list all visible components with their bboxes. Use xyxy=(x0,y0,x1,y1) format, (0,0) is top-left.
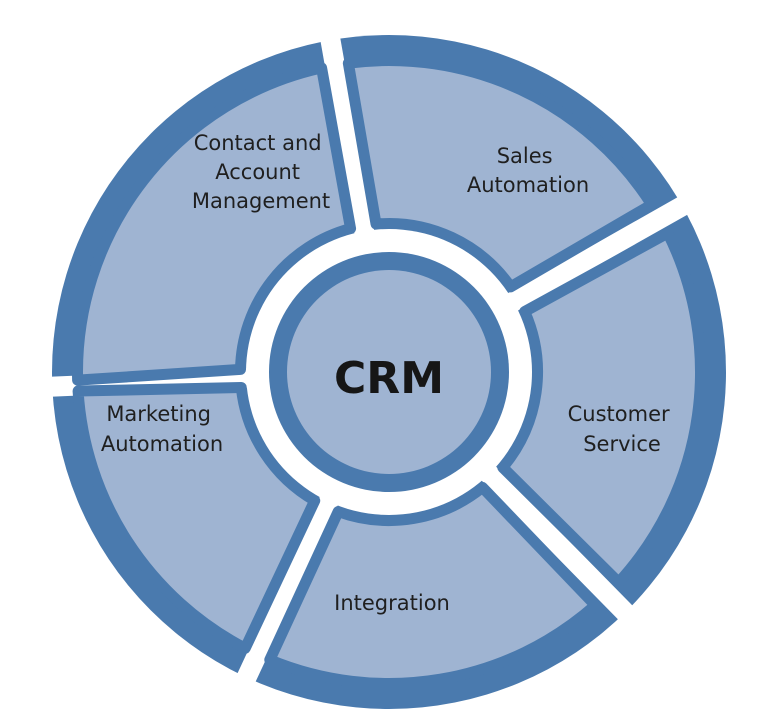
segment-label-line: Contact and xyxy=(194,131,322,155)
segment-integration[interactable] xyxy=(264,481,601,689)
hub-label: CRM xyxy=(334,353,444,404)
segment-label-line: Automation xyxy=(467,173,589,197)
segment-separator xyxy=(234,492,340,689)
segment-label-line: Account xyxy=(215,160,300,184)
segment-label-sales-automation: Sales Automation xyxy=(467,144,589,197)
segment-label-marketing-automation: Marketing Automation xyxy=(101,402,223,456)
segment-label-line: Service xyxy=(583,432,661,456)
segment-sales-automation[interactable] xyxy=(342,55,658,293)
segments-group xyxy=(72,55,706,689)
segment-label-contact-account-management: Contact and Account Management xyxy=(192,131,330,213)
segment-customer-service[interactable] xyxy=(497,227,706,588)
segment-marketing-automation[interactable] xyxy=(72,382,321,654)
segment-label-line: Customer xyxy=(568,402,670,426)
segment-separator xyxy=(478,463,638,626)
segment-separator xyxy=(504,193,695,313)
hub-circle[interactable] xyxy=(287,270,491,474)
segment-label-line: Automation xyxy=(101,432,223,456)
segment-label-line: Integration xyxy=(334,591,450,615)
segment-label-line: Marketing xyxy=(106,402,211,426)
segment-label-line: Management xyxy=(192,189,330,213)
segment-separator xyxy=(319,30,375,238)
segment-contact-account-management[interactable] xyxy=(72,62,357,386)
segment-label-line: Sales xyxy=(497,144,553,168)
segment-label-integration: Integration xyxy=(334,591,450,615)
segment-label-customer-service: Customer Service xyxy=(568,402,677,456)
